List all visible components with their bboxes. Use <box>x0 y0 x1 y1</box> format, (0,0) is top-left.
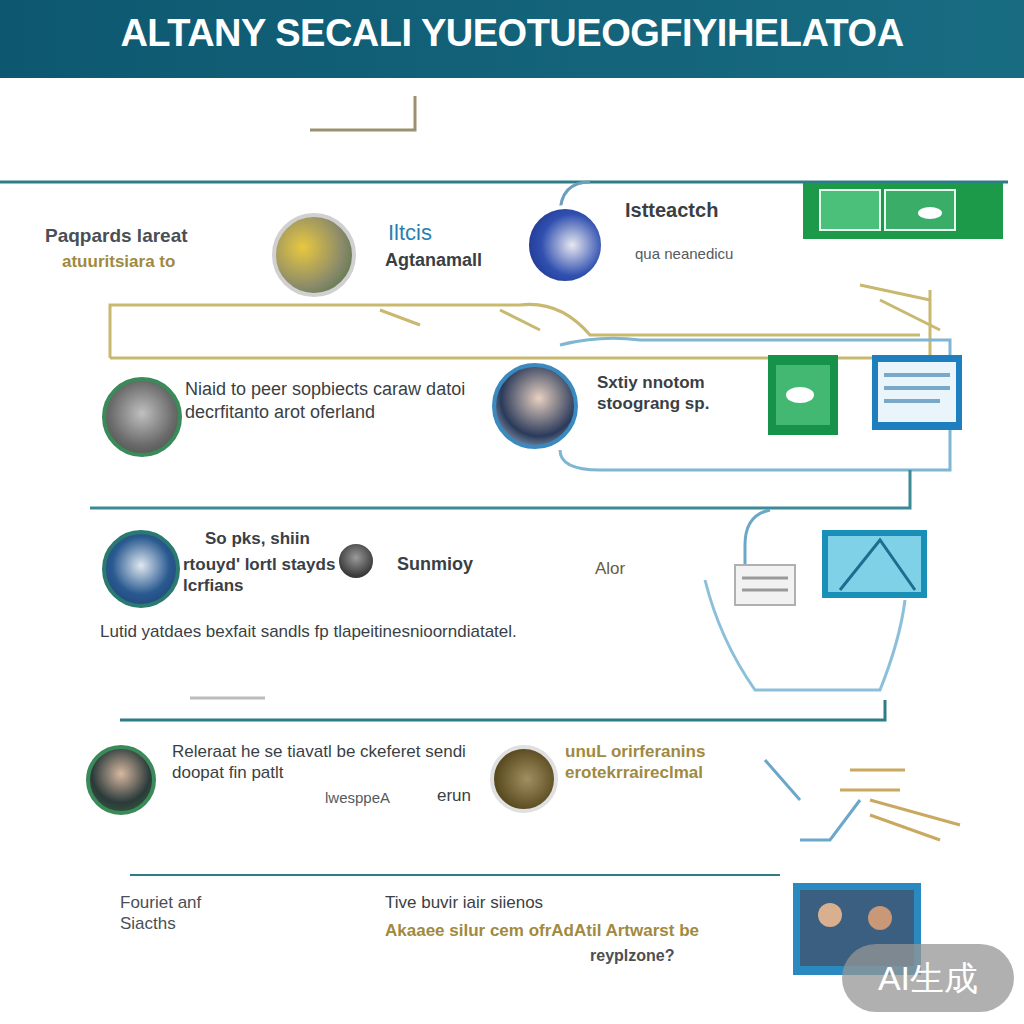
divider-line <box>130 874 780 876</box>
document-icon <box>735 565 795 605</box>
node-text: Agtanamall <box>385 249 535 272</box>
tick-marks <box>380 285 940 330</box>
node-heading: Istteactch <box>625 198 785 223</box>
footer-heading: Fouriet anf Siacths <box>120 892 230 935</box>
laptop-icon <box>872 355 962 430</box>
footer-text: Akaaee silur cem ofrAdAtil Artwarst be <box>385 920 765 941</box>
screen-icon <box>803 183 1003 239</box>
icon-node: Istteactchqua neanedicu <box>525 205 605 285</box>
node-heading: Sxtiy nnotom stoograng sp. <box>597 372 757 415</box>
screen-icon <box>768 355 838 435</box>
divider-line <box>90 470 910 508</box>
node-heading: Niaid to peer sopbiects caraw datoi decr… <box>185 378 485 423</box>
row-heading: Paqpards lareat <box>45 224 245 248</box>
tick-marks <box>840 770 960 840</box>
icon-node: erununuL orirferanins erotekrraireclmal <box>490 745 558 813</box>
footer-text: reyplzone? <box>590 946 730 966</box>
divider-line <box>190 697 265 700</box>
divider-line <box>310 96 415 130</box>
divider-line <box>120 700 885 720</box>
icon-node: IltcisAgtanamall <box>272 213 356 297</box>
watermark-badge: AI生成 <box>842 944 1014 1012</box>
diagram-title: ALTANY SECALI YUEOTUEOGFIYIHELATOA <box>0 12 1024 55</box>
footer-text: Tive buvir iair siienos <box>385 892 605 913</box>
node-heading: Sunmioy <box>397 553 537 576</box>
row-subheading: atuuritsiara to <box>62 251 262 272</box>
node-text: Alor <box>595 558 655 579</box>
bracket-line <box>110 290 930 358</box>
icon-node: Releraat he se tiavatl be ckeferet sendi… <box>86 745 156 815</box>
icon-node: Niaid to peer sopbiects caraw datoi decr… <box>102 377 182 457</box>
icon-node: So pks, shiinrtouyd' lortl stayds lcrfia… <box>102 530 180 608</box>
node-text: rtouyd' lortl stayds lcrfians <box>183 554 343 597</box>
bracket-line <box>110 304 920 358</box>
icon-node: Sxtiy nnotom stoograng sp. <box>492 363 578 449</box>
title-band <box>0 0 1024 78</box>
bracket-line <box>745 510 770 570</box>
node-heading: Releraat he se tiavatl be ckeferet sendi… <box>172 741 492 784</box>
icon-node: SunmioyAlor <box>335 540 377 582</box>
row-caption: Lutid yatdaes bexfait sandls fp tlapeiti… <box>100 621 700 642</box>
screen-icon <box>822 530 927 598</box>
node-text: lwesppeA <box>325 789 435 808</box>
watermark: AI生成 <box>842 956 1014 1000</box>
node-text: qua neanedicu <box>635 245 795 264</box>
bracket-line <box>765 760 860 840</box>
node-text: unuL orirferanins erotekrraireclmal <box>565 741 765 784</box>
node-heading: erun <box>437 785 497 806</box>
node-heading: So pks, shiin <box>205 528 345 549</box>
node-heading: Iltcis <box>388 219 498 247</box>
